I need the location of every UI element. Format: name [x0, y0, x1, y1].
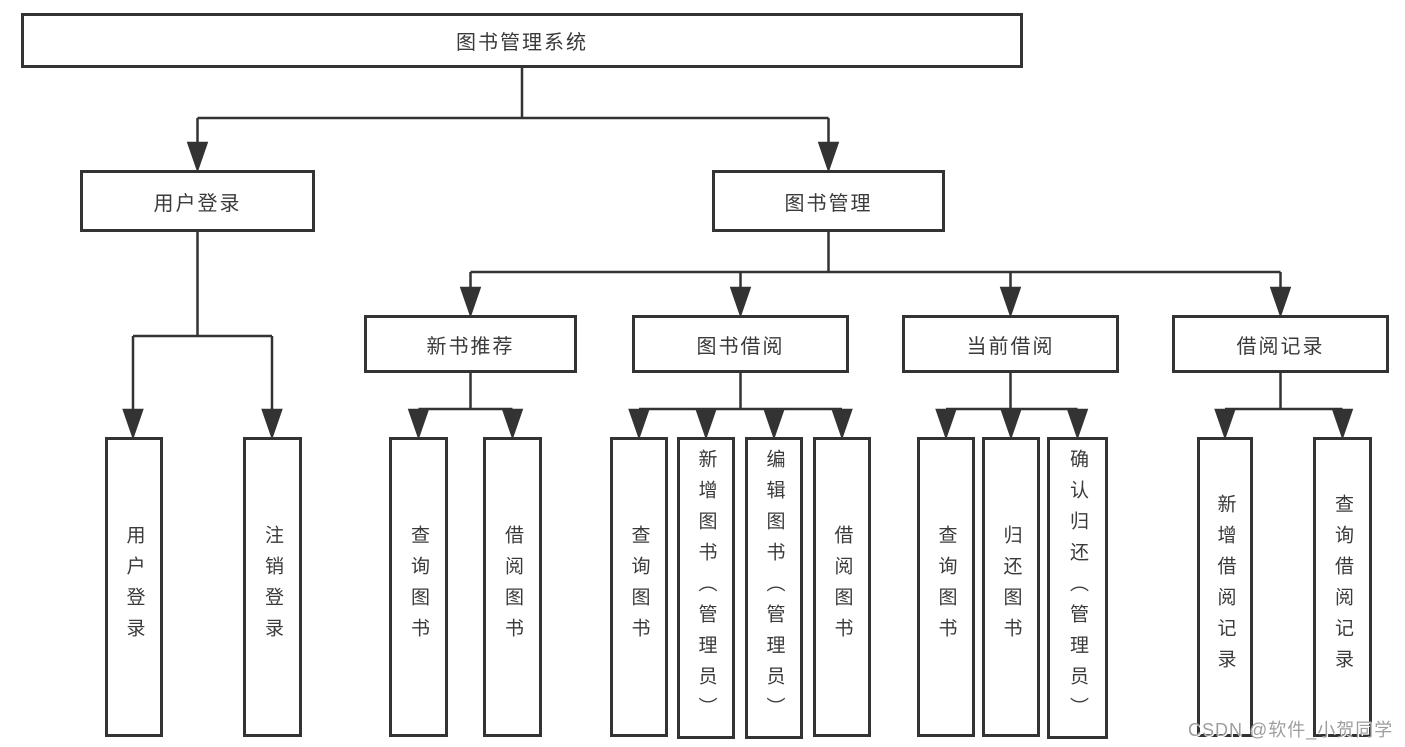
- leaf-user-login: 用户登录: [105, 437, 163, 737]
- node-current-borrowing: 当前借阅: [902, 315, 1119, 373]
- node-current-borrowing-label: 当前借阅: [966, 335, 1055, 358]
- node-user-login-label: 用户登录: [153, 192, 242, 215]
- leaf-borrow-books-label: 借阅图书: [831, 525, 853, 649]
- leaf-recommend-borrow-books: 借阅图书: [483, 437, 542, 737]
- leaf-borrowing-query-books-label: 查询图书: [628, 525, 650, 649]
- node-borrowing-records-label: 借阅记录: [1236, 335, 1325, 358]
- leaf-query-borrow-record-label: 查询借阅记录: [1332, 494, 1353, 680]
- leaf-recommend-query-books-label: 查询图书: [408, 525, 429, 649]
- leaf-confirm-return-admin-label: 确认归还（管理员）: [1067, 448, 1088, 728]
- leaf-return-books: 归还图书: [982, 437, 1040, 737]
- leaf-add-borrow-record-label: 新增借阅记录: [1214, 494, 1236, 680]
- leaf-current-query-books: 查询图书: [917, 437, 975, 737]
- node-new-book-recommend: 新书推荐: [364, 315, 577, 373]
- node-library-management-system: 图书管理系统: [21, 13, 1023, 68]
- leaf-return-books-label: 归还图书: [1000, 525, 1022, 649]
- leaf-current-query-books-label: 查询图书: [935, 525, 957, 649]
- csdn-watermark: CSDN @软件_小贺同学: [1188, 720, 1394, 740]
- leaf-edit-books-admin-label: 编辑图书（管理员）: [763, 448, 785, 728]
- leaf-recommend-query-books: 查询图书: [389, 437, 448, 737]
- leaf-add-borrow-record: 新增借阅记录: [1197, 437, 1253, 737]
- node-book-borrowing-label: 图书借阅: [696, 335, 785, 358]
- leaf-confirm-return-admin: 确认归还（管理员）: [1047, 437, 1108, 739]
- node-borrowing-records: 借阅记录: [1172, 315, 1389, 373]
- leaf-add-books-admin-label: 新增图书（管理员）: [695, 448, 717, 728]
- leaf-query-borrow-record: 查询借阅记录: [1313, 437, 1372, 737]
- leaf-add-books-admin: 新增图书（管理员）: [677, 437, 735, 739]
- leaf-edit-books-admin: 编辑图书（管理员）: [745, 437, 803, 739]
- leaf-logout-label: 注销登录: [262, 525, 283, 649]
- node-book-borrowing: 图书借阅: [632, 315, 849, 373]
- node-book-management-label: 图书管理: [784, 192, 873, 215]
- node-user-login: 用户登录: [80, 170, 315, 232]
- node-library-management-system-label: 图书管理系统: [456, 32, 588, 54]
- leaf-borrowing-query-books: 查询图书: [610, 437, 668, 737]
- leaf-borrow-books: 借阅图书: [813, 437, 871, 737]
- node-new-book-recommend-label: 新书推荐: [426, 335, 515, 358]
- node-book-management: 图书管理: [712, 170, 945, 232]
- leaf-recommend-borrow-books-label: 借阅图书: [502, 525, 523, 649]
- leaf-user-login-label: 用户登录: [123, 525, 145, 649]
- leaf-logout: 注销登录: [243, 437, 302, 737]
